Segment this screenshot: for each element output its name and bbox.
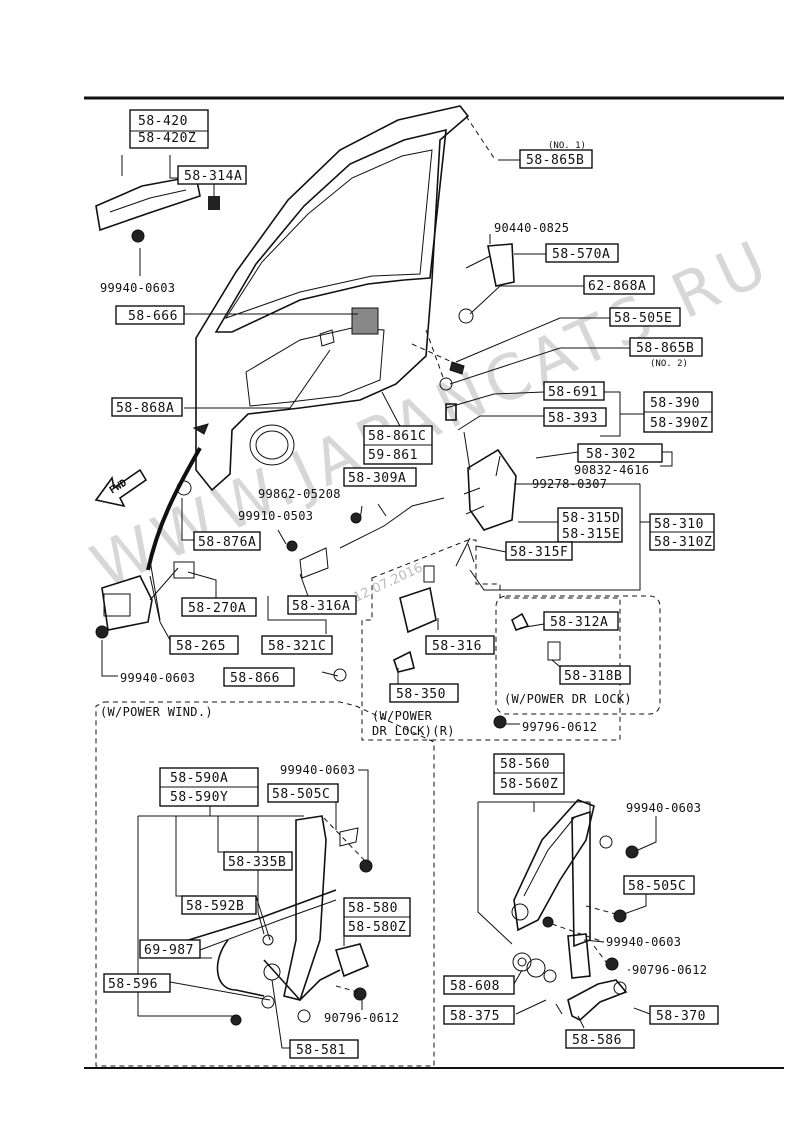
label-90832-4616: 90832-4616 xyxy=(574,463,649,477)
label-58-865b-no2: 58-865B xyxy=(636,341,694,356)
label-58-876a: 58-876A xyxy=(198,535,256,550)
label-58-666: 58-666 xyxy=(128,309,178,324)
label-58-580z: 58-580Z xyxy=(348,920,406,935)
label-58-691: 58-691 xyxy=(548,385,598,400)
label-58-505e: 58-505E xyxy=(614,311,672,326)
label-99940-0603-a: 99940-0603 xyxy=(100,281,175,295)
fwd-arrow-icon: FWD xyxy=(94,468,148,508)
label-58-866: 58-866 xyxy=(230,671,280,686)
label-58-560z: 58-560Z xyxy=(500,777,558,792)
label-58-590a: 58-590A xyxy=(170,771,228,786)
label-58-265: 58-265 xyxy=(176,639,226,654)
manual-regulator-drawing xyxy=(511,799,639,1021)
group-label-power-lock: (W/POWER DR LOCK) xyxy=(504,692,632,706)
label-58-581: 58-581 xyxy=(296,1043,346,1058)
upper-leaders xyxy=(101,115,673,725)
label-58-420: 58-420 xyxy=(138,114,188,129)
label-58-321c: 58-321C xyxy=(268,639,326,654)
label-99940-0603-e: 99940-0603 xyxy=(606,935,681,949)
label-58-560: 58-560 xyxy=(500,757,550,772)
label-99910-0503: 99910-0503 xyxy=(238,509,313,523)
group-label-power-wind: (W/POWER WIND.) xyxy=(100,705,213,719)
outer-handle-drawing xyxy=(95,175,220,243)
group-label-power-lock-r-1: (W/POWER xyxy=(372,709,433,723)
label-58-316: 58-316 xyxy=(432,639,482,654)
label-58-570a: 58-570A xyxy=(552,247,610,262)
label-58-370: 58-370 xyxy=(656,1009,706,1024)
label-58-270a: 58-270A xyxy=(188,601,246,616)
label-58-310: 58-310 xyxy=(654,517,704,532)
lower-right-leaders xyxy=(477,801,657,1029)
label-58-608: 58-608 xyxy=(450,979,500,994)
label-58-505c-left: 58-505C xyxy=(272,787,330,802)
label-58-309a: 58-309A xyxy=(348,471,406,486)
label-58-312a: 58-312A xyxy=(550,615,608,630)
label-58-315f: 58-315F xyxy=(510,545,568,560)
label-58-350: 58-350 xyxy=(396,687,446,702)
label-58-390z: 58-390Z xyxy=(650,416,708,431)
door-panel-drawing xyxy=(195,105,470,492)
group-label-power-lock-r-2: DR LOCK)(R) xyxy=(372,724,455,738)
group-box-power-lock-r xyxy=(361,539,621,741)
label-58-868a: 58-868A xyxy=(116,401,174,416)
label-99862-05208: 99862-05208 xyxy=(258,487,341,501)
label-58-315d: 58-315D xyxy=(562,511,620,526)
label-99940-0603-c: 99940-0603 xyxy=(280,763,355,777)
label-99278-0307: 99278-0307 xyxy=(532,477,607,491)
label-58-596: 58-596 xyxy=(108,977,158,992)
label-58-586: 58-586 xyxy=(572,1033,622,1048)
label-58-420z: 58-420Z xyxy=(138,131,196,146)
label-58-580: 58-580 xyxy=(348,901,398,916)
label-58-865b-no1: 58-865B xyxy=(526,153,584,168)
label-58-592b: 58-592B xyxy=(186,899,244,914)
label-58-590y: 58-590Y xyxy=(170,790,228,805)
label-58-505c-right: 58-505C xyxy=(628,879,686,894)
label-58-335b: 58-335B xyxy=(228,855,286,870)
inner-handle-drawing xyxy=(95,480,347,682)
watermark-date: 12.07.2016 xyxy=(351,561,425,606)
weatherstrip-drawing xyxy=(146,447,202,571)
note-no2: (NO. 2) xyxy=(650,359,688,369)
group-box-power-lock xyxy=(495,595,661,715)
label-99796-0612: 99796-0612 xyxy=(522,720,597,734)
label-58-390: 58-390 xyxy=(650,396,700,411)
label-69-987: 69-987 xyxy=(144,943,194,958)
label-58-316a: 58-316A xyxy=(292,599,350,614)
label-99940-0603-d: 99940-0603 xyxy=(626,801,701,815)
label-58-375: 58-375 xyxy=(450,1009,500,1024)
label-58-393: 58-393 xyxy=(548,411,598,426)
label-62-868a: 62-868A xyxy=(588,279,646,294)
label-58-310z: 58-310Z xyxy=(654,535,712,550)
note-no1: (NO. 1) xyxy=(548,141,586,151)
label-90440-0825: 90440-0825 xyxy=(494,221,569,235)
label-58-861c: 58-861C xyxy=(368,429,426,444)
label-59-861: 59-861 xyxy=(368,448,418,463)
label-90796-0612-left: 90796-0612 xyxy=(324,1011,399,1025)
group-box-power-wind xyxy=(95,701,435,1067)
clip-drawing xyxy=(192,423,209,435)
latch-drawing xyxy=(286,243,561,729)
label-99940-0603-b: 99940-0603 xyxy=(120,671,195,685)
label-58-318b: 58-318B xyxy=(564,669,622,684)
label-58-302: 58-302 xyxy=(586,447,636,462)
label-58-314a: 58-314A xyxy=(184,169,242,184)
label-90796-0612-right: 90796-0612 xyxy=(632,963,707,977)
label-58-315e: 58-315E xyxy=(562,527,620,542)
